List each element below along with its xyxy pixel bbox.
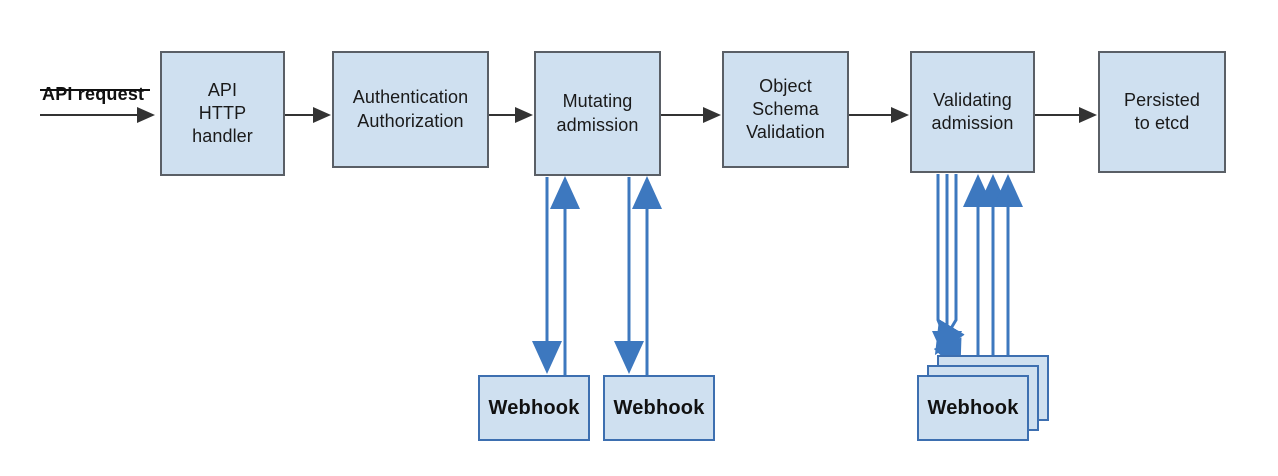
webhook-label: Webhook xyxy=(927,396,1019,419)
api-request-label: API request xyxy=(42,84,145,104)
webhook-label: Webhook xyxy=(488,396,580,419)
validating-call-1 xyxy=(933,174,962,374)
validating-call-3 xyxy=(934,174,965,356)
node-authentication-authorization[interactable]: Authentication Authorization xyxy=(332,51,489,168)
node-api-http-handler[interactable]: API HTTP handler xyxy=(160,51,285,176)
node-label: Persisted to etcd xyxy=(1124,89,1200,133)
node-label: Object Schema Validation xyxy=(746,75,825,143)
node-mutating-admission[interactable]: Mutating admission xyxy=(534,51,661,176)
node-label: Authentication Authorization xyxy=(352,87,469,131)
webhook-mutating-1[interactable]: Webhook xyxy=(478,375,590,441)
mutating-webhook-arrows xyxy=(532,176,662,376)
node-label: Mutating admission xyxy=(556,91,639,135)
validating-webhook-return-arrows xyxy=(963,174,1023,376)
node-label: Validating admission xyxy=(931,89,1014,133)
node-validating-admission[interactable]: Validating admission xyxy=(910,51,1035,173)
webhook-mutating-2[interactable]: Webhook xyxy=(603,375,715,441)
webhook-validating-1[interactable]: Webhook xyxy=(917,375,1029,441)
validating-webhook-call-arrows xyxy=(932,174,965,374)
node-label: API HTTP handler xyxy=(192,79,253,147)
node-persisted-to-etcd[interactable]: Persisted to etcd xyxy=(1098,51,1226,173)
node-object-schema-validation[interactable]: Object Schema Validation xyxy=(722,51,849,168)
webhook-label: Webhook xyxy=(613,396,705,419)
